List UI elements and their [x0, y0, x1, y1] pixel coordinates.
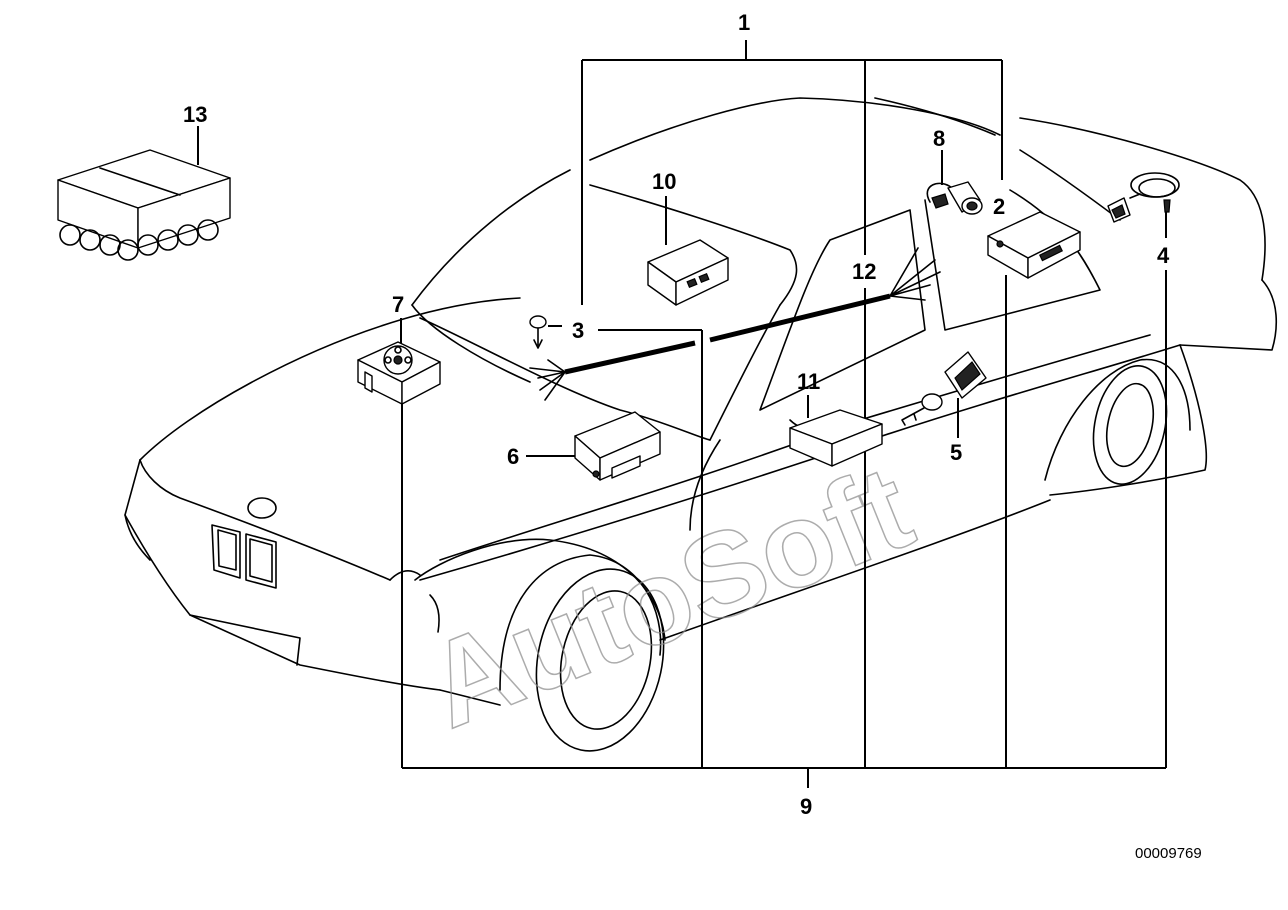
callout-9: 9: [800, 794, 812, 819]
part-11-box: [789, 409, 883, 467]
part-8-sensor: [926, 181, 983, 215]
callout-4: 4: [1157, 243, 1170, 268]
callout-8: 8: [933, 126, 945, 151]
part-2-control-unit: [987, 211, 1081, 279]
callout-labels: 1 2 3 4 5 6 7 8 9 10 11 12 13: [183, 10, 1170, 819]
callout-7: 7: [392, 292, 404, 317]
callout-5: 5: [950, 440, 962, 465]
car-outline: [124, 97, 1278, 752]
part-3-clip: [529, 315, 547, 349]
callout-2: 2: [993, 194, 1005, 219]
part-10-control-unit: [647, 239, 729, 306]
part-6-control-unit: [574, 411, 661, 481]
leader-lines: [197, 40, 1167, 788]
callout-13: 13: [183, 102, 207, 127]
reference-number: 00009769: [1135, 845, 1202, 862]
part-5-key-remote: [901, 351, 987, 426]
callout-1: 1: [738, 10, 750, 35]
part-4-sensor-cable: [1107, 172, 1180, 223]
callout-6: 6: [507, 444, 519, 469]
part-7-siren: [357, 341, 441, 405]
callout-10: 10: [652, 169, 676, 194]
callout-12: 12: [852, 259, 876, 284]
callout-11: 11: [797, 369, 820, 394]
part-13-box: [57, 149, 231, 261]
callout-3: 3: [572, 318, 584, 343]
wiring-harness: [529, 247, 941, 401]
